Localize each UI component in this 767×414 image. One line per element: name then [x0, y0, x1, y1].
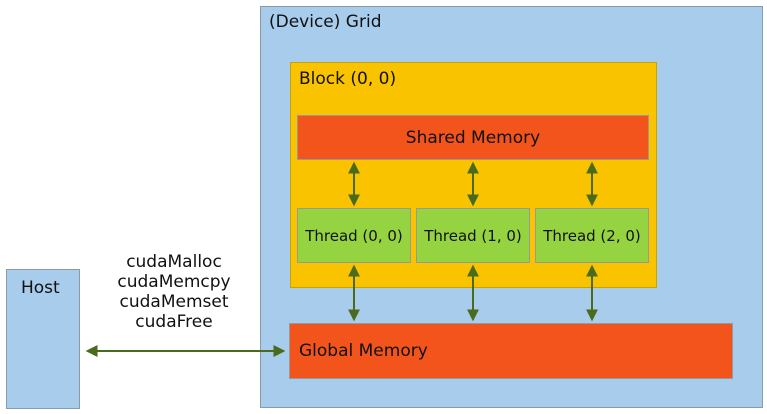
- thread-1-0: Thread (1, 0): [416, 208, 530, 263]
- api-call: cudaFree: [135, 312, 213, 332]
- shared-memory-label: Shared Memory: [405, 127, 541, 148]
- api-call: cudaMemset: [119, 292, 229, 312]
- api-call-list: cudaMalloc cudaMemcpy cudaMemset cudaFre…: [100, 252, 248, 332]
- host-box: Host: [6, 269, 80, 409]
- thread-0-0: Thread (0, 0): [297, 208, 411, 263]
- shared-memory-box: Shared Memory: [297, 115, 649, 160]
- thread-label: Thread (2, 0): [543, 226, 641, 245]
- api-call: cudaMalloc: [126, 252, 222, 272]
- host-label: Host: [21, 278, 60, 298]
- thread-label: Thread (0, 0): [305, 226, 403, 245]
- global-memory-box: Global Memory: [289, 323, 733, 379]
- block-title: Block (0, 0): [299, 69, 397, 89]
- global-memory-label: Global Memory: [299, 341, 428, 361]
- thread-2-0: Thread (2, 0): [535, 208, 649, 263]
- api-call: cudaMemcpy: [117, 272, 231, 292]
- grid-title: (Device) Grid: [269, 12, 382, 32]
- thread-label: Thread (1, 0): [424, 226, 522, 245]
